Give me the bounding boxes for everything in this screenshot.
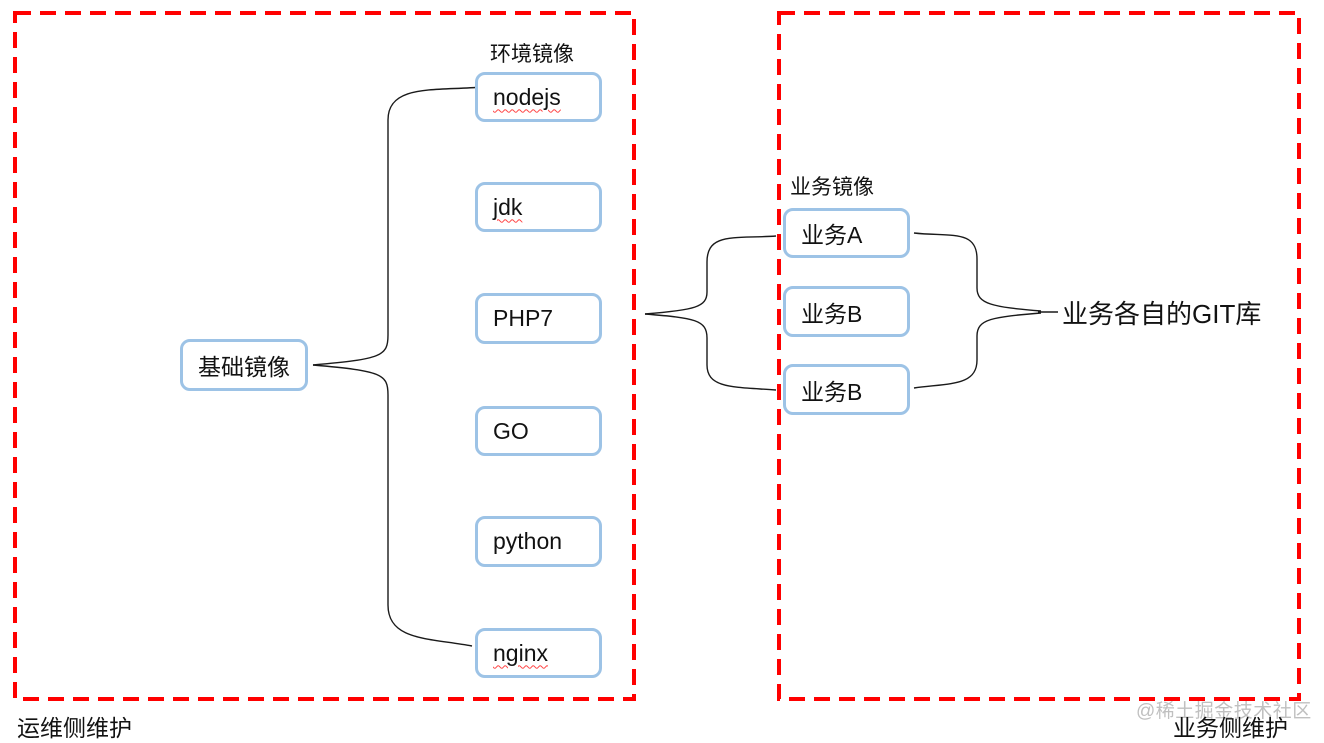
box-label: 业务A <box>801 222 863 248</box>
env-image-box: nginx <box>475 628 602 678</box>
box-label: nodejs <box>493 83 561 110</box>
ops-panel-border <box>13 11 636 701</box>
brace-base-to-env-bottom <box>312 364 473 647</box>
env-image-box: python <box>475 516 602 567</box>
brace-env-to-biz-top <box>644 235 777 315</box>
biz-group-label: 业务镜像 <box>790 176 874 199</box>
env-image-box: nodejs <box>475 72 602 122</box>
env-image-box: PHP7 <box>475 293 602 344</box>
env-image-box: GO <box>475 406 602 456</box>
box-label: python <box>493 528 563 554</box>
git-repo-label: 业务各自的GIT库 <box>1062 299 1262 329</box>
business-panel-border <box>777 11 1301 701</box>
box-label: 业务B <box>801 300 863 327</box>
box-label: 业务B <box>801 378 863 405</box>
business-side-caption: 业务侧维护 <box>1173 715 1288 741</box>
box-label: GO <box>493 417 529 444</box>
brace-biz-to-git-bottom <box>913 312 1042 389</box>
box-label: PHP7 <box>493 305 554 331</box>
biz-image-box: 业务B <box>783 286 910 337</box>
box-label: jdk <box>493 193 523 220</box>
env-image-box: jdk <box>475 182 602 232</box>
env-group-label: 环境镜像 <box>490 43 574 66</box>
box-label: 基础镜像 <box>198 354 290 380</box>
biz-image-box: 业务B <box>783 364 910 415</box>
brace-env-to-biz-bottom <box>644 313 777 391</box>
biz-image-box: 业务A <box>783 208 910 258</box>
brace-biz-to-git-top <box>913 232 1042 312</box>
watermark: @稀土掘金技术社区 <box>1136 701 1312 722</box>
ops-side-caption: 运维侧维护 <box>17 715 132 741</box>
box-label: nginx <box>493 639 548 666</box>
brace-base-to-env-top <box>312 86 483 366</box>
base-image-box: 基础镜像 <box>180 339 308 391</box>
